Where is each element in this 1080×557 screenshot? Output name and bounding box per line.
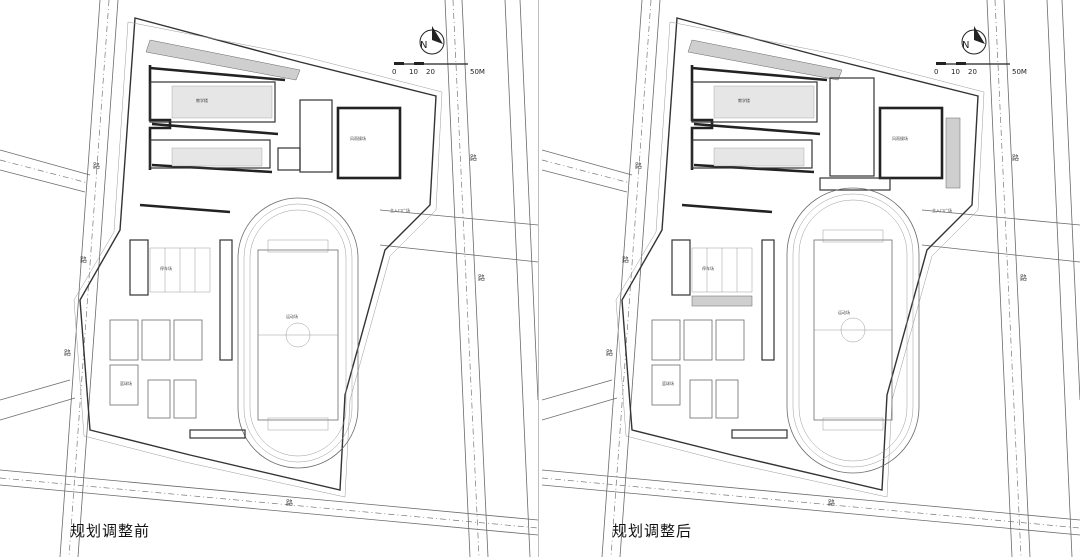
plan-note: 教学楼 — [738, 97, 750, 103]
north-arrow: N — [961, 26, 987, 55]
site-boundary — [79, 17, 437, 491]
road-label: 路 — [622, 255, 629, 264]
scale-tick-10: 10 — [409, 68, 418, 76]
scale-tick-0: 0 — [392, 68, 396, 76]
parking-area — [149, 247, 211, 293]
road-label: 路 — [93, 161, 100, 170]
north-label: N — [962, 40, 969, 51]
scale-tick-20: 20 — [426, 68, 435, 76]
sports-courts — [651, 319, 745, 419]
site-plan-after-drawing: N 0 10 20 50M 路 路 路 路 路 路 主入口广场 教学楼 风雨操场… — [542, 0, 1080, 557]
plan-note: 停车场 — [160, 265, 172, 271]
site-boundary — [621, 17, 979, 491]
road-lines — [542, 0, 1080, 557]
road-label: 路 — [1012, 153, 1019, 162]
running-track — [786, 187, 920, 474]
north-arrow: N — [419, 26, 445, 55]
plan-before-panel: N 0 10 20 50M 路 路 路 路 路 路 主入口广场 教学楼 风雨操场… — [0, 0, 538, 557]
site-plan-before-drawing: N 0 10 20 50M 路 路 路 路 路 路 主入口广场 教学楼 风雨操场… — [0, 0, 538, 557]
panel-divider — [538, 0, 543, 557]
north-label: N — [420, 40, 427, 51]
road-label: 路 — [478, 273, 485, 282]
road-label: 路 — [635, 161, 642, 170]
plan-note: 篮球场 — [662, 380, 674, 386]
road-label: 路 — [828, 498, 835, 507]
plan-note: 风雨操场 — [892, 135, 908, 141]
panel-caption-after: 规划调整后 — [612, 522, 693, 540]
parking-area — [691, 247, 753, 293]
teaching-buildings — [681, 65, 961, 361]
road-label: 路 — [80, 255, 87, 264]
running-track — [237, 197, 359, 469]
plan-note: 教学楼 — [196, 97, 208, 103]
road-label: 路 — [606, 348, 613, 357]
plan-note: 运动场 — [286, 313, 298, 319]
sports-courts — [109, 319, 203, 419]
scale-end: 50M — [1012, 68, 1027, 76]
scale-tick-10: 10 — [951, 68, 960, 76]
panel-caption-before: 规划调整前 — [70, 522, 151, 540]
plan-note: 主入口广场 — [390, 207, 410, 213]
road-label: 路 — [286, 498, 293, 507]
plan-note: 篮球场 — [120, 380, 132, 386]
scale-bar: 0 10 20 50M — [934, 62, 1027, 76]
road-label: 路 — [470, 153, 477, 162]
plan-note: 主入口广场 — [932, 207, 952, 213]
scale-tick-20: 20 — [968, 68, 977, 76]
road-lines — [0, 0, 538, 557]
plan-note: 运动场 — [838, 309, 850, 315]
plan-after-panel: N 0 10 20 50M 路 路 路 路 路 路 主入口广场 教学楼 风雨操场… — [542, 0, 1080, 557]
scale-tick-0: 0 — [934, 68, 938, 76]
plan-note: 风雨操场 — [350, 135, 366, 141]
scale-end: 50M — [470, 68, 485, 76]
road-label: 路 — [1020, 273, 1027, 282]
plan-note: 停车场 — [702, 265, 714, 271]
scale-bar: 0 10 20 50M — [392, 62, 485, 76]
road-label: 路 — [64, 348, 71, 357]
